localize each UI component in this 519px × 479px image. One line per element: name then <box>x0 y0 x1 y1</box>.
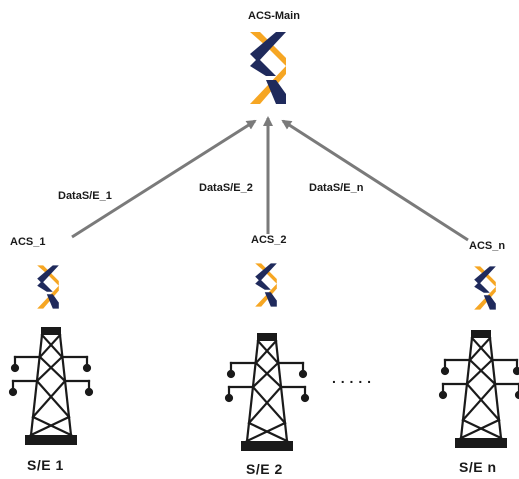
acs-n-logo <box>474 266 496 310</box>
substation-2-label: S/E 2 <box>246 461 283 477</box>
substation-1-tower-icon <box>8 325 94 447</box>
substation-1-label: S/E 1 <box>27 457 64 473</box>
acs-2-label: ACS_2 <box>251 234 287 246</box>
edge-label-data-se-1: DataS/E_1 <box>58 190 112 202</box>
arrow-acsn-to-main <box>281 119 469 242</box>
edge-label-data-se-n: DataS/E_n <box>309 182 364 194</box>
edge-label-data-se-2: DataS/E_2 <box>199 182 253 194</box>
ellipsis: . . . . . <box>332 370 372 386</box>
substation-n-tower-icon <box>438 328 519 450</box>
acs-1-logo <box>37 265 59 309</box>
acs-main-logo <box>250 32 286 104</box>
acs-n-label: ACS_n <box>469 240 506 252</box>
acs-2-logo <box>255 263 277 307</box>
arrow-acs1-to-main <box>71 119 257 239</box>
acs-1-label: ACS_1 <box>10 236 46 248</box>
substation-2-tower-icon <box>224 331 310 453</box>
substation-n-label: S/E n <box>459 459 497 475</box>
acs-main-label: ACS-Main <box>248 10 300 22</box>
